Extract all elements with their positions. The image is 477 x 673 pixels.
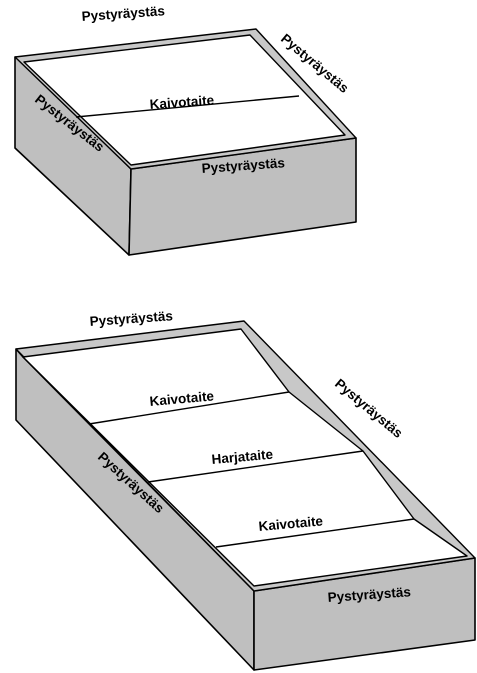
- roof-diagram-1: Pystyräystäs Pystyräystäs Pystyräystäs P…: [14, 3, 357, 256]
- ridge-label: Harjataite: [211, 447, 274, 467]
- ridge-line: [147, 450, 364, 483]
- valley-line-2: [215, 518, 415, 548]
- front-gutter-label: Pystyräystäs: [201, 155, 285, 176]
- valley-1-label: Kaivotaite: [149, 388, 215, 409]
- valley-2-label: Kaivotaite: [258, 513, 324, 534]
- front-gutter-label: Pystyräystäs: [327, 584, 411, 605]
- roof-diagram-2: Pystyräystäs Pystyräystäs Pystyräystäs P…: [15, 308, 476, 671]
- roof-surface: [23, 34, 346, 166]
- valley-label: Kaivotaite: [149, 92, 215, 111]
- valley-line-1: [88, 391, 290, 425]
- back-gutter-label: Pystyräystäs: [89, 308, 173, 329]
- valley-line: [75, 95, 300, 118]
- roof-surface: [22, 328, 468, 587]
- back-gutter-label: Pystyräystäs: [81, 3, 165, 24]
